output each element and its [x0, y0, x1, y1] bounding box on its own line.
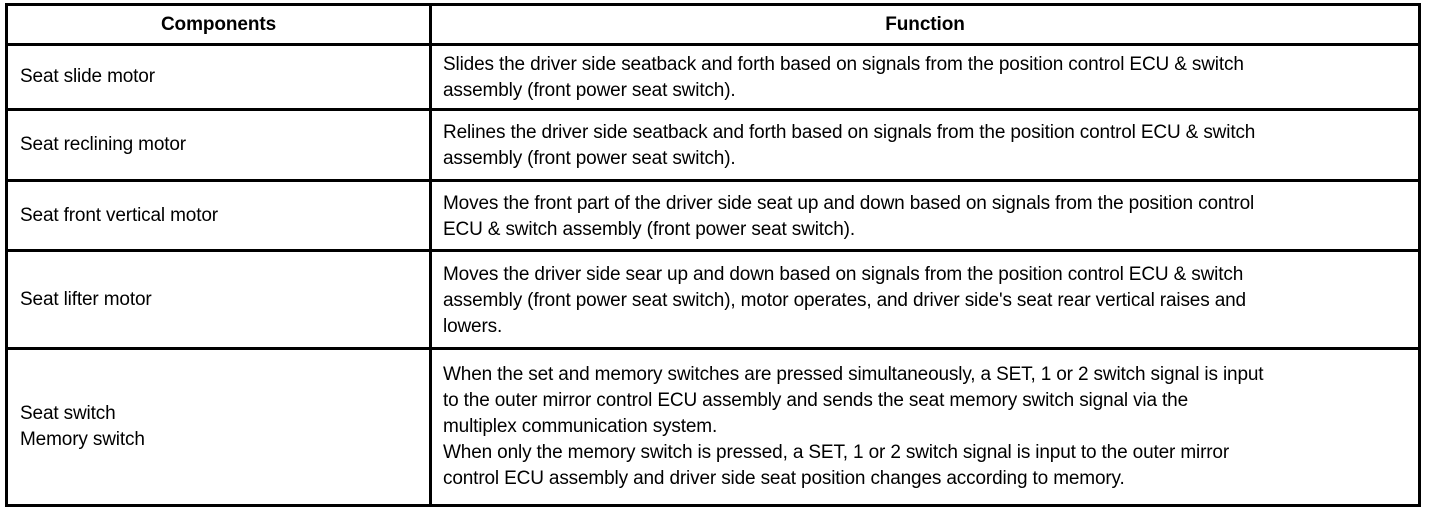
cell-component: Seat slide motor: [5, 46, 429, 108]
cell-component: Seat lifter motor: [5, 249, 429, 347]
component-name: Seat slide motor: [20, 66, 155, 87]
column-header-components-label: Components: [160, 13, 277, 35]
components-function-table: Components Function Seat slide motor Sli…: [5, 3, 1421, 507]
component-name: Seat reclining motor: [20, 134, 186, 155]
cell-component: Seat switch Memory switch: [5, 347, 429, 507]
cell-component: Seat front vertical motor: [5, 179, 429, 249]
cell-function: Moves the driver side sear up and down b…: [429, 249, 1421, 347]
column-header-components: Components: [5, 3, 429, 46]
column-header-function-label: Function: [885, 13, 965, 35]
component-name: Seat front vertical motor: [20, 204, 218, 226]
column-header-function: Function: [429, 3, 1421, 46]
function-description: Moves the driver side sear up and down b…: [443, 263, 1246, 337]
component-name: Seat switch Memory switch: [20, 403, 145, 450]
cell-function: Moves the front part of the driver side …: [429, 179, 1421, 249]
function-description: When the set and memory switches are pre…: [443, 364, 1264, 489]
cell-function: Relines the driver side seatback and for…: [429, 108, 1421, 179]
table-row: Seat reclining motor Relines the driver …: [5, 108, 1421, 179]
cell-function: When the set and memory switches are pre…: [429, 347, 1421, 507]
cell-component: Seat reclining motor: [5, 108, 429, 179]
table-row: Seat switch Memory switch When the set a…: [5, 347, 1421, 507]
document-page: Components Function Seat slide motor Sli…: [5, 3, 1421, 507]
function-description: Moves the front part of the driver side …: [443, 192, 1255, 240]
cell-function: Slides the driver side seatback and fort…: [429, 46, 1421, 108]
table-header-row: Components Function: [5, 3, 1421, 46]
function-description: Relines the driver side seatback and for…: [443, 122, 1256, 169]
table-row: Seat slide motor Slides the driver side …: [5, 46, 1421, 108]
function-description: Slides the driver side seatback and fort…: [443, 54, 1244, 101]
table-row: Seat front vertical motor Moves the fron…: [5, 179, 1421, 249]
table-row: Seat lifter motor Moves the driver side …: [5, 249, 1421, 347]
component-name: Seat lifter motor: [20, 288, 152, 310]
